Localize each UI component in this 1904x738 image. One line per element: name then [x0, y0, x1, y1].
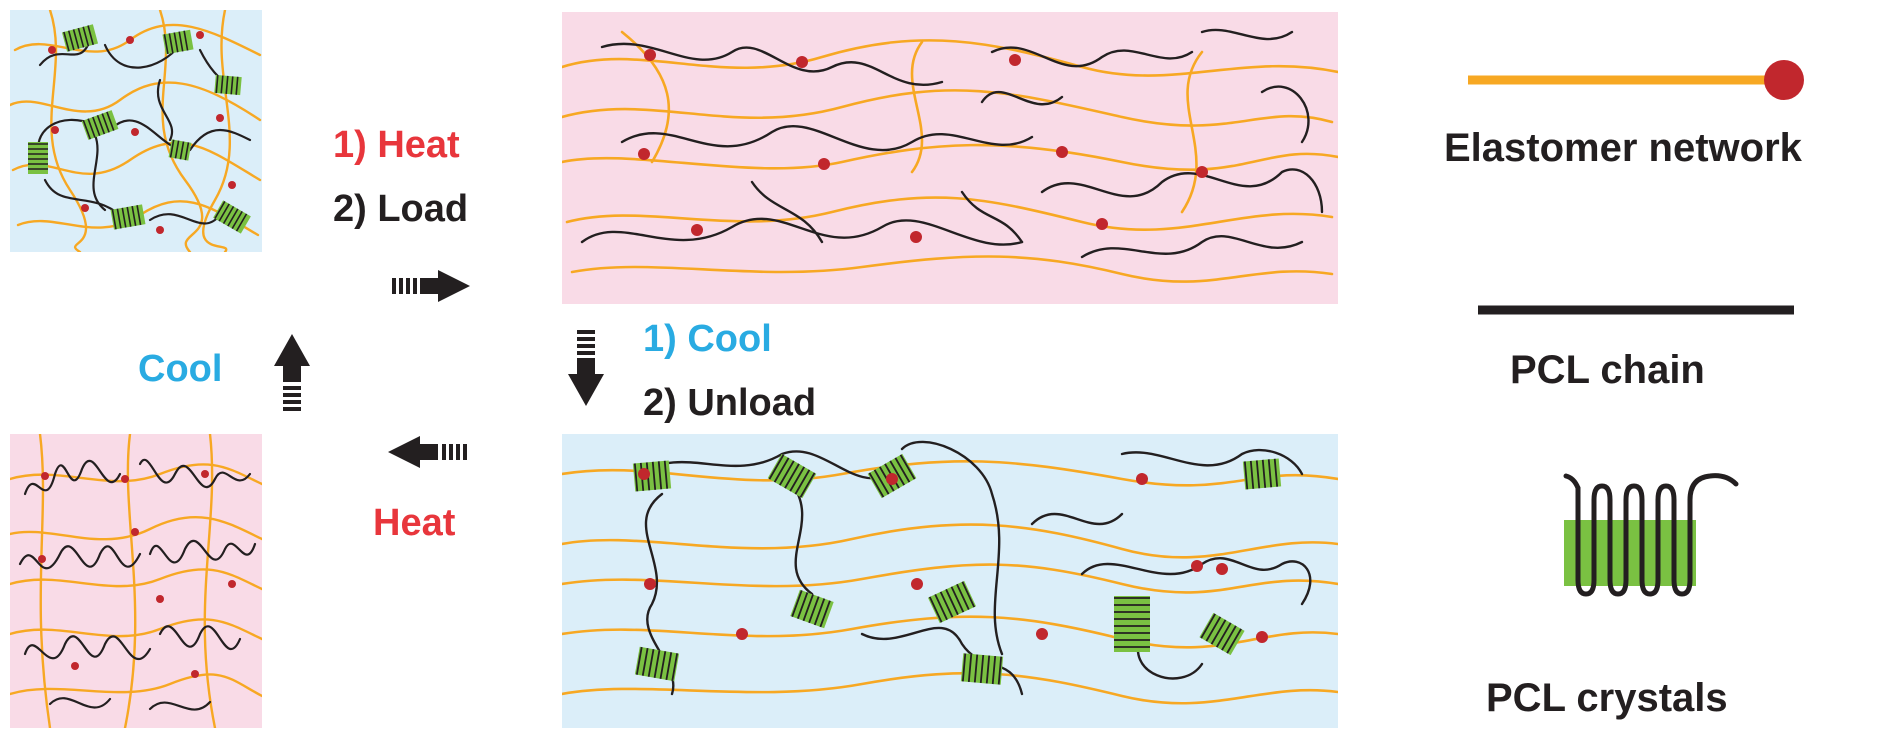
step-unload-label: 2) Unload	[643, 382, 817, 424]
step-load-label: 2) Load	[333, 188, 469, 230]
step-cool-label: 1) Cool	[643, 318, 772, 360]
panel-stretched-amorphous	[562, 12, 1338, 304]
step-cool-only-label: Cool	[138, 348, 223, 390]
panel-amorphous-recovered	[10, 434, 262, 728]
legend-pcl-crystals-label: PCL crystals	[1486, 676, 1728, 720]
dashed-arrow-icon	[274, 334, 310, 411]
pcl-crystal-lamella-icon	[1563, 473, 1739, 597]
crosslink-points	[38, 470, 236, 678]
pcl-crystal-lamellae	[632, 453, 1282, 685]
elastomer-strands	[562, 30, 1338, 283]
pcl-chain-line-icon	[1478, 305, 1794, 315]
legend-elastomer-label: Elastomer network	[1444, 126, 1802, 170]
legend-pcl-chain-label: PCL chain	[1510, 348, 1705, 392]
panel-background	[562, 434, 1338, 728]
elastomer-crosslink-icon	[1468, 60, 1804, 100]
panel-stretched-crystalline	[562, 434, 1338, 728]
elastomer-strands	[562, 460, 1338, 705]
dashed-arrow-icon	[392, 270, 470, 302]
crosslink-points	[638, 49, 1208, 243]
panel-crystalline-initial	[10, 10, 262, 252]
crosslink-points	[48, 31, 236, 234]
step-heat-only-label: Heat	[373, 502, 456, 544]
panel-background	[562, 12, 1338, 304]
pcl-chains	[18, 458, 257, 711]
crosslink-points	[638, 468, 1268, 643]
elastomer-strands	[10, 434, 262, 728]
dashed-arrow-icon	[568, 330, 604, 406]
pcl-chains	[580, 28, 1324, 259]
pcl-crystal-lamellae	[28, 24, 251, 234]
dashed-arrow-icon	[388, 436, 467, 468]
step-heat-label: 1) Heat	[333, 124, 460, 166]
